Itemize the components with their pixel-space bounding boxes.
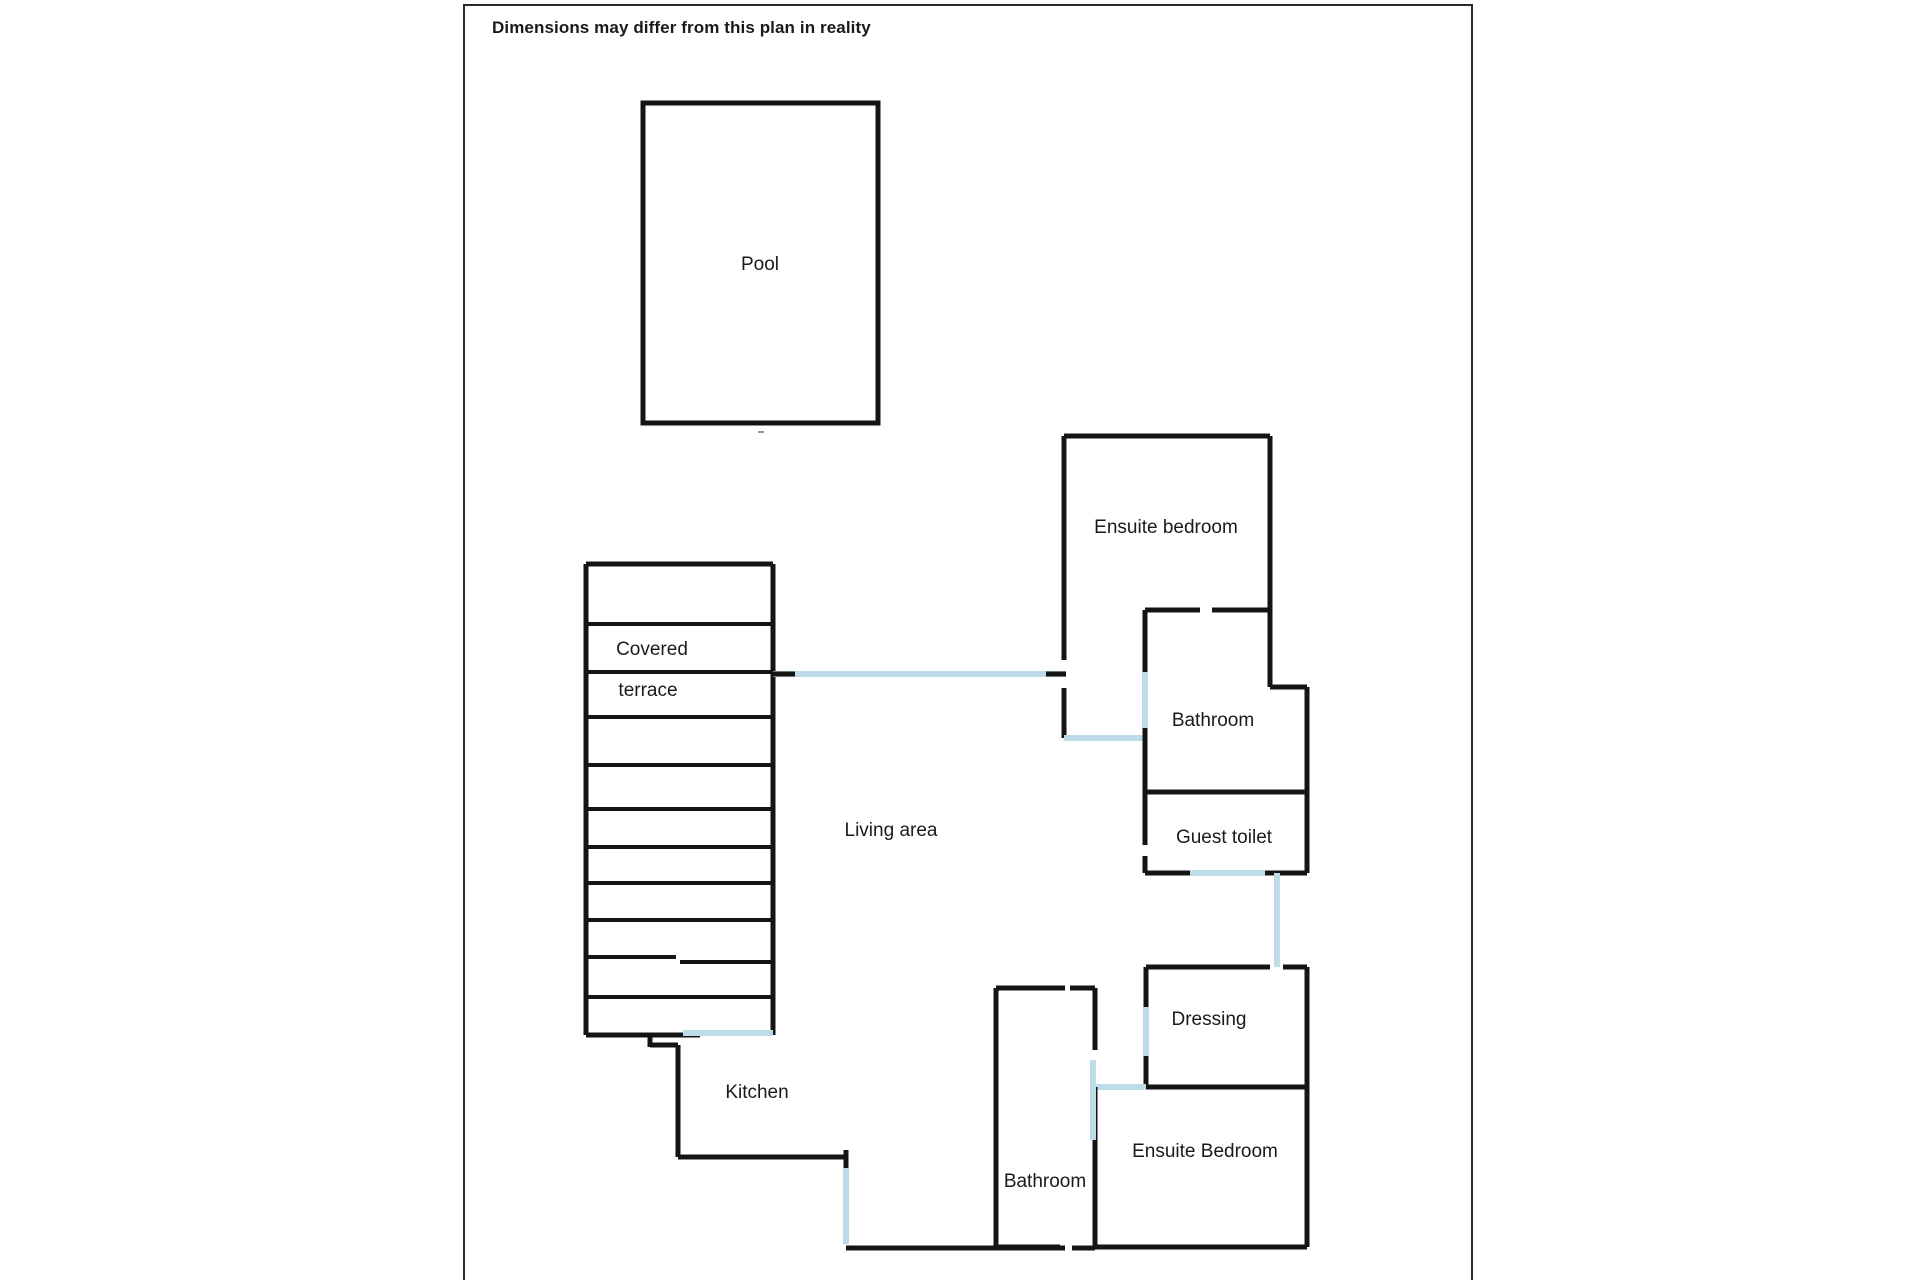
bathroom-upper-label: Bathroom (1172, 710, 1254, 731)
dressing-label: Dressing (1172, 1009, 1247, 1030)
room-ensuite-bedroom-lower: Ensuite Bedroom (1092, 1087, 1310, 1250)
ensuite-bedroom-upper-label: Ensuite bedroom (1094, 517, 1238, 538)
room-bathroom-lower: Bathroom (993, 985, 1098, 1250)
guest-toilet-label: Guest toilet (1176, 827, 1273, 848)
room-pool: Pool (640, 100, 881, 433)
room-kitchen: Kitchen (650, 1042, 849, 1168)
ensuite-bedroom-lower-label: Ensuite Bedroom (1132, 1141, 1278, 1162)
room-ensuite-bedroom-upper: Ensuite bedroom (1061, 433, 1273, 741)
kitchen-label: Kitchen (725, 1082, 788, 1103)
pool-outline (640, 100, 881, 426)
pool-label: Pool (741, 254, 779, 275)
living-area-label: Living area (845, 820, 938, 841)
plan-disclaimer-text: Dimensions may differ from this plan in … (492, 18, 871, 37)
room-dressing: Dressing (1143, 964, 1310, 1090)
room-guest-toilet: Guest toilet (1142, 792, 1310, 876)
covered-terrace-label-line1: Covered (616, 639, 688, 660)
bathroom-lower-label: Bathroom (1004, 1171, 1086, 1192)
covered-terrace-label-line2: terrace (618, 680, 677, 701)
room-covered-terrace: Covered terrace (583, 561, 776, 1038)
room-bathroom-upper: Bathroom (1142, 607, 1310, 795)
room-living-area: Living area (845, 820, 938, 841)
